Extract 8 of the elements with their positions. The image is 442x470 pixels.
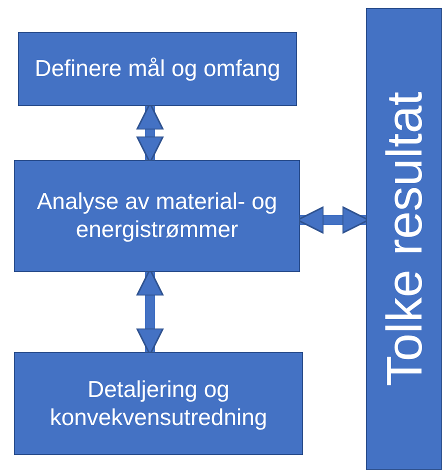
process-box [14,160,300,272]
process-box [18,32,297,106]
vertical-label: Tolke resultat [375,92,433,386]
box-label: Analyse av material- og energistrømmer [36,188,278,244]
process-box [14,352,303,455]
box-label: Detaljering og konvekvensutredning [48,376,268,432]
result-bar [366,8,442,470]
box-label: Definere mål og omfang [34,55,280,83]
